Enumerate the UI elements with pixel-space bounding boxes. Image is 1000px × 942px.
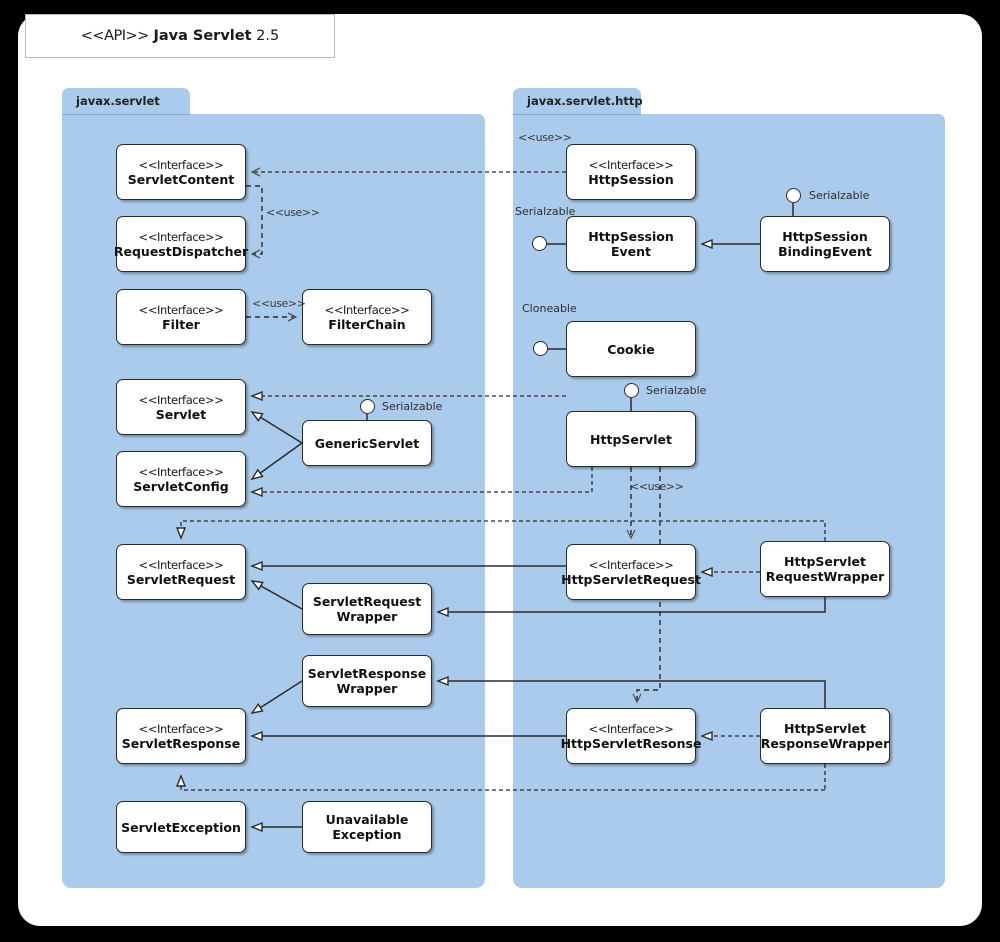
class-box-servletexception[interactable]: ServletException	[116, 801, 246, 853]
package-javax-servlet-http: javax.servlet.http	[513, 88, 945, 888]
class-box-filterchain[interactable]: <<Interface>>FilterChain	[302, 289, 432, 345]
interface-ball-icon	[532, 236, 547, 251]
class-box-servletrequest[interactable]: <<Interface>>ServletRequest	[116, 544, 246, 600]
interface-ball-icon	[533, 341, 548, 356]
use-httpservlet-request: <<use>>	[630, 480, 684, 493]
class-name: HttpServlet RequestWrapper	[765, 554, 885, 584]
class-box-httpservletrequestwrapper[interactable]: HttpServlet RequestWrapper	[760, 541, 890, 597]
interface-ball-icon	[360, 399, 375, 414]
class-name: GenericServlet	[314, 435, 420, 451]
class-name: HttpSession	[588, 171, 674, 187]
class-name: ServletContent	[127, 171, 235, 187]
package-tab-label: javax.servlet.http	[513, 88, 643, 114]
diagram-title-box: <<API>> Java Servlet 2.5	[25, 14, 335, 58]
class-name: ServletException	[121, 819, 241, 835]
lolli-httpservlet-label: Serialzable	[646, 384, 707, 397]
class-box-servletcontent[interactable]: <<Interface>>ServletContent	[116, 144, 246, 200]
class-box-httpsessionbindingevent[interactable]: HttpSession BindingEvent	[760, 216, 890, 272]
class-name: Cookie	[607, 341, 655, 357]
class-stereotype: <<Interface>>	[324, 302, 410, 317]
title-version: 2.5	[256, 28, 280, 44]
class-name: ServletResponse	[121, 735, 241, 751]
use-filter-filterchain: <<use>>	[252, 297, 306, 310]
class-box-servlet[interactable]: <<Interface>>Servlet	[116, 379, 246, 435]
title-stereotype: <<API>>	[80, 28, 150, 44]
lolli-httpsessionbindingevent-label: Serialzable	[809, 189, 870, 202]
class-name: Filter	[162, 316, 200, 332]
class-box-filter[interactable]: <<Interface>>Filter	[116, 289, 246, 345]
class-box-cookie[interactable]: Cookie	[566, 321, 696, 377]
class-box-httpsessionevent[interactable]: HttpSession Event	[566, 216, 696, 272]
package-tab-label: javax.servlet	[62, 88, 190, 114]
class-stereotype: <<Interface>>	[138, 392, 224, 407]
lolli-cookie-label: Cloneable	[522, 302, 577, 315]
class-stereotype: <<Interface>>	[138, 157, 224, 172]
class-stereotype: <<Interface>>	[588, 157, 674, 172]
class-box-genericservlet[interactable]: GenericServlet	[302, 420, 432, 466]
class-stereotype: <<Interface>>	[138, 721, 224, 736]
class-box-requestdispatcher[interactable]: <<Interface>>RequestDispatcher	[113, 216, 249, 272]
class-box-httpservletresonse[interactable]: <<Interface>>HttpServletResonse	[561, 708, 701, 764]
class-name: HttpSession BindingEvent	[778, 229, 872, 259]
class-name: ServletResponse Wrapper	[307, 666, 427, 696]
class-stereotype: <<Interface>>	[588, 721, 674, 736]
class-name: HttpServlet	[590, 431, 672, 447]
class-name: HttpServletRequest	[561, 571, 701, 587]
class-name: Servlet	[155, 406, 207, 422]
package-tab-divider	[513, 114, 641, 115]
class-stereotype: <<Interface>>	[138, 557, 224, 572]
class-name: ServletConfig	[133, 478, 229, 494]
class-box-httpservletresponsewrapper[interactable]: HttpServlet ResponseWrapper	[760, 708, 890, 764]
class-name: HttpServletResonse	[560, 735, 702, 751]
class-box-httpservlet[interactable]: HttpServlet	[566, 411, 696, 467]
class-box-servletresponsewrapper[interactable]: ServletResponse Wrapper	[302, 655, 432, 707]
class-stereotype: <<Interface>>	[138, 464, 224, 479]
lolli-genericservlet-label: Serialzable	[382, 400, 443, 413]
class-stereotype: <<Interface>>	[138, 302, 224, 317]
title-name: Java Servlet	[153, 28, 252, 44]
class-box-servletresponse[interactable]: <<Interface>>ServletResponse	[116, 708, 246, 764]
class-name: HttpServlet ResponseWrapper	[760, 721, 890, 751]
class-stereotype: <<Interface>>	[588, 557, 674, 572]
class-box-httpsession[interactable]: <<Interface>>HttpSession	[566, 144, 696, 200]
class-stereotype: <<Interface>>	[138, 229, 224, 244]
package-tab-divider	[62, 114, 190, 115]
class-box-servletconfig[interactable]: <<Interface>>ServletConfig	[116, 451, 246, 507]
class-box-httpservletrequest[interactable]: <<Interface>>HttpServletRequest	[561, 544, 701, 600]
interface-ball-icon	[786, 188, 801, 203]
class-name: RequestDispatcher	[113, 243, 249, 259]
use-httpsession-servletcontent: <<use>>	[518, 131, 572, 144]
use-servletcontent-requestdispatcher: <<use>>	[266, 206, 320, 219]
class-box-unavailableexception[interactable]: Unavailable Exception	[302, 801, 432, 853]
interface-ball-icon	[624, 383, 639, 398]
class-name: FilterChain	[328, 316, 406, 332]
class-name: HttpSession Event	[588, 229, 674, 259]
class-name: ServletRequest	[126, 571, 236, 587]
class-name: ServletRequest Wrapper	[312, 594, 422, 624]
class-name: Unavailable Exception	[325, 812, 409, 842]
lolli-httpsessionevent-label: Serialzable	[515, 205, 576, 218]
class-box-servletrequestwrapper[interactable]: ServletRequest Wrapper	[302, 583, 432, 635]
